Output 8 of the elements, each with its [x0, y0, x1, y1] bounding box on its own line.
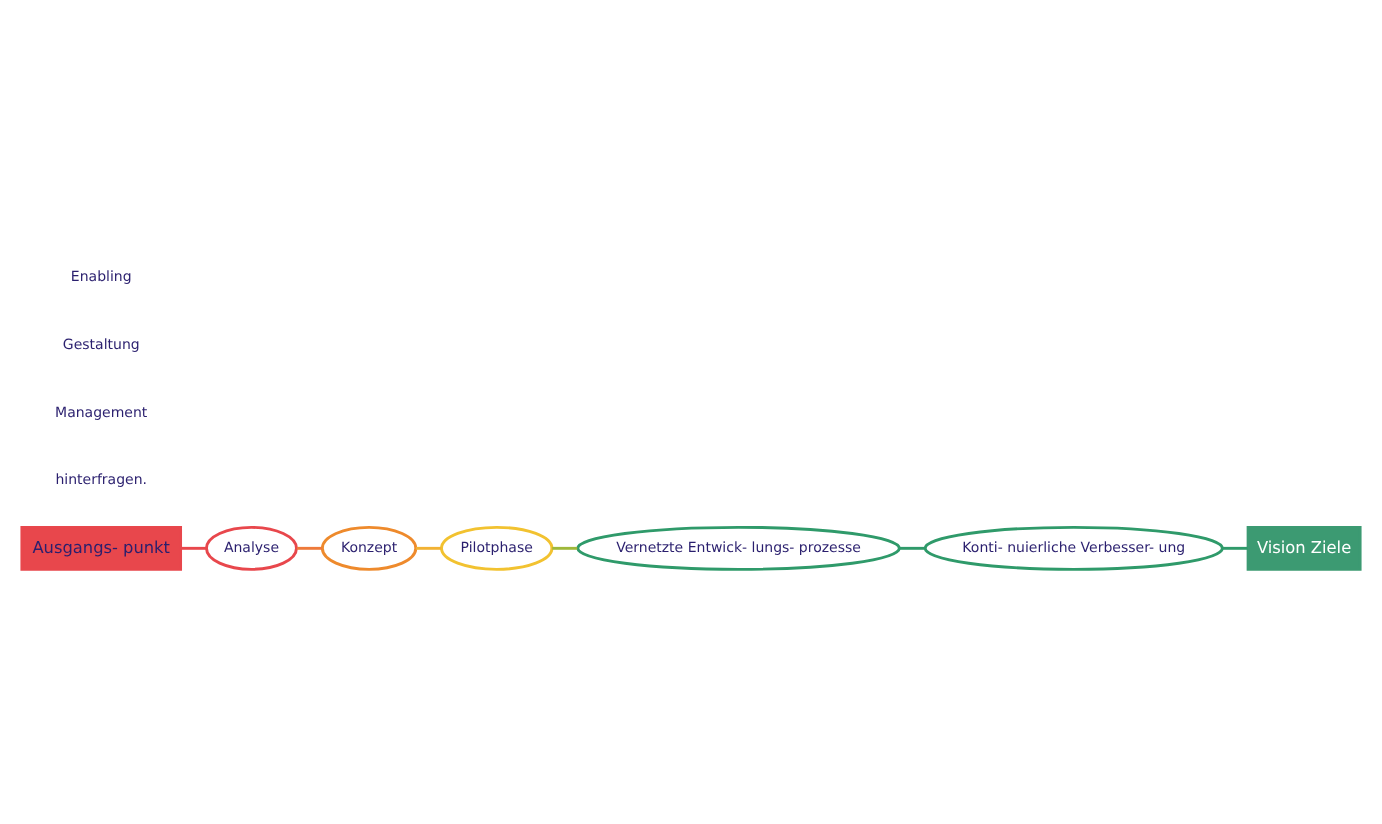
- connector: [180, 545, 207, 549]
- node-box: Vision Ziele: [1246, 524, 1362, 570]
- connector: [296, 545, 323, 549]
- node-box: Ausgangs- punkt: [20, 524, 183, 570]
- connector: [1222, 545, 1248, 549]
- connector: [552, 545, 578, 549]
- connector: [899, 545, 925, 549]
- connector: [415, 545, 442, 549]
